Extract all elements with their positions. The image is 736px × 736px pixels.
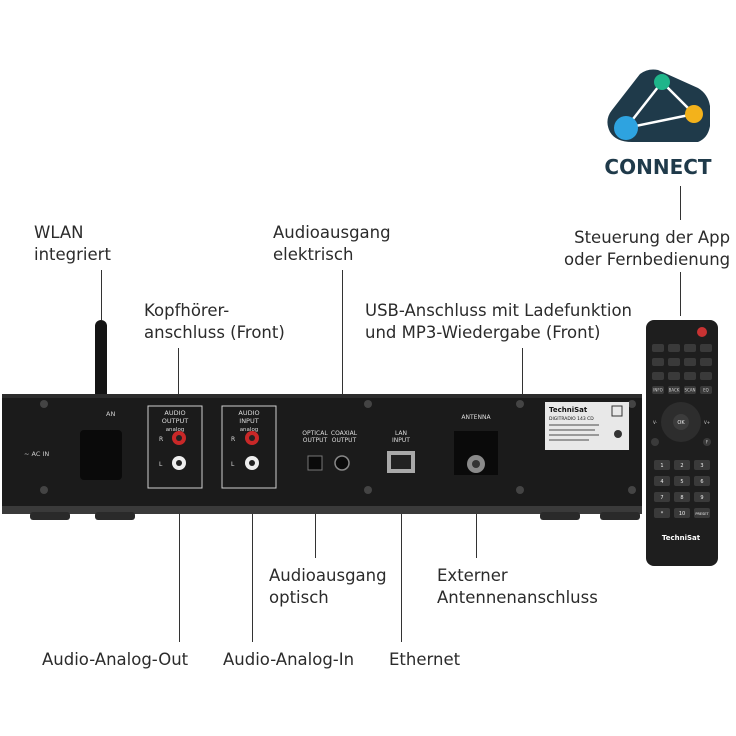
remote-num-label: *: [661, 511, 664, 517]
out-l-label: L: [159, 461, 163, 468]
remote-num-label: 5: [680, 479, 683, 485]
remote-num-key: [674, 508, 690, 518]
coaxial-label-2: OUTPUT: [332, 437, 357, 444]
remote-num-key: [674, 492, 690, 502]
remote-num-label: 7: [660, 495, 663, 501]
type-plate-brand: TechniSat: [549, 406, 588, 414]
coaxial-label-1: COAXIAL: [331, 430, 358, 437]
remote-num-label: 2: [680, 463, 683, 469]
callout-antenna: [476, 472, 478, 558]
remote-info-key: INFO: [653, 388, 663, 393]
label-analog-in: Audio-Analog-In: [223, 650, 355, 669]
remote-num-label: 6: [700, 479, 703, 485]
remote-num-key: [674, 476, 690, 486]
remote-num-key: [654, 476, 670, 486]
callout-analog-in: [252, 472, 254, 642]
power-button: [697, 327, 707, 337]
connect-text: CONNECT: [604, 155, 711, 179]
remote-brand: TechniSat: [662, 534, 701, 542]
remote-num-key: [654, 508, 670, 518]
lan-label-1: LAN: [395, 430, 407, 437]
optical-label-1: OPTICAL: [302, 430, 328, 437]
remote-num-key: [694, 508, 710, 518]
remote-scan-key: SCAN: [684, 388, 695, 393]
remote-num-key: [694, 476, 710, 486]
remote-num-label: 1: [660, 463, 663, 469]
lan-label-2: INPUT: [392, 437, 410, 444]
label-headphone: Kopfhörer-anschluss (Front): [144, 301, 285, 342]
callout-optical: [315, 472, 317, 558]
ac-in-label: ~ AC IN: [24, 450, 49, 458]
remote-control: INFO BACK SCAN EQ OK V- V+ F 1 2 3 4 5 6 7 8 9 * 1…: [646, 320, 718, 566]
in-l-label: L: [231, 461, 235, 468]
remote-ok-label: OK: [677, 420, 685, 426]
device-rear-panel: ~ AC IN AN AUDIO OUTPUT analog R L AUDIO…: [2, 320, 642, 520]
remote-num-key: [654, 492, 670, 502]
remote-num-label: 9: [700, 495, 703, 501]
remote-num-label: 8: [680, 495, 683, 501]
remote-num-label: PRESET: [695, 512, 709, 516]
remote-num-key: [674, 460, 690, 470]
remote-num-key: [694, 492, 710, 502]
audio-input-analog: analog: [240, 427, 259, 433]
antenna-label: ANTENNA: [461, 414, 491, 421]
remote-num-label: 3: [700, 463, 703, 469]
remote-num-label: 4: [660, 479, 663, 485]
audio-output-label-2: OUTPUT: [162, 417, 189, 425]
callout-wlan: [101, 270, 103, 320]
wlan-stub-label: AN: [106, 410, 115, 418]
remote-eq-key: EQ: [703, 388, 709, 393]
connect-line: [680, 186, 682, 220]
callout-remote: [680, 272, 682, 316]
remote-vol-plus: V+: [704, 420, 710, 425]
audio-output-label-1: AUDIO: [164, 409, 185, 417]
remote-fav-label: F: [706, 440, 709, 445]
remote-ok-key: [673, 414, 689, 430]
label-analog-out: Audio-Analog-Out: [42, 650, 189, 669]
audio-output-analog: analog: [166, 427, 185, 433]
callout-ethernet: [401, 472, 403, 642]
remote-back-key: BACK: [669, 388, 680, 393]
optical-port: [307, 455, 323, 471]
remote-vol-minus: V-: [653, 420, 658, 425]
label-ethernet: Ethernet: [389, 650, 461, 669]
coaxial-port: [334, 455, 350, 471]
in-r-label: R: [231, 436, 235, 443]
callout-analog-out: [179, 472, 181, 642]
remote-num-key: [694, 460, 710, 470]
optical-label-2: OUTPUT: [303, 437, 328, 444]
type-plate-model: DIGITRADIO 143 CD: [549, 416, 594, 422]
audio-input-label-1: AUDIO: [238, 409, 259, 417]
remote-num-key: [654, 460, 670, 470]
out-r-label: R: [159, 436, 163, 443]
audio-input-label-2: INPUT: [239, 417, 258, 425]
callout-headphone: [178, 348, 180, 394]
callout-usb: [522, 348, 524, 394]
connect-logo: CONNECT: [604, 69, 712, 179]
callout-audio-electric: [342, 270, 344, 394]
remote-num-label: 10: [679, 511, 685, 517]
